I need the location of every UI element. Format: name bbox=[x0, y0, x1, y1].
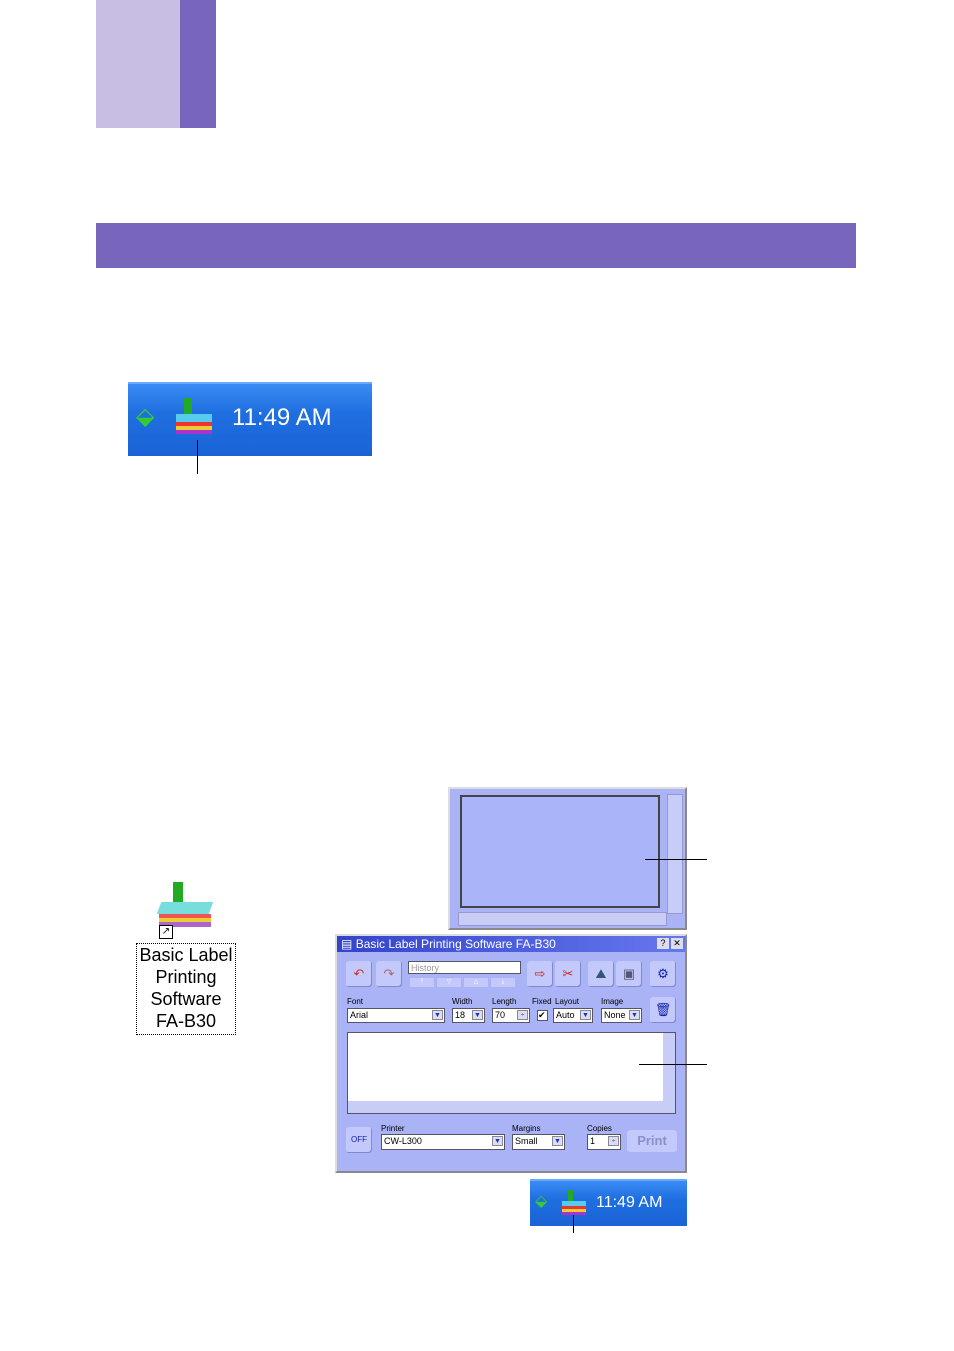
history-down-icon[interactable]: ▽ bbox=[437, 978, 461, 987]
history-last-icon[interactable]: ⤓ bbox=[491, 978, 515, 987]
chevron-down-icon: ▼ bbox=[492, 1136, 503, 1146]
margins-label: Margins bbox=[512, 1124, 541, 1133]
label-line: Basic Label bbox=[139, 945, 233, 965]
image-label: Image bbox=[601, 997, 624, 1006]
width-value: 18 bbox=[455, 1010, 466, 1020]
history-field[interactable]: History bbox=[408, 961, 521, 974]
desktop-shortcut-icon[interactable]: ↗ bbox=[156, 882, 214, 939]
font-select[interactable]: Arial ▼ bbox=[347, 1008, 445, 1023]
shortcut-arrow-icon: ↗ bbox=[159, 925, 173, 939]
title-bar: ▤ Basic Label Printing Software FA-B30 ?… bbox=[337, 936, 685, 952]
horizontal-scrollbar[interactable] bbox=[458, 912, 667, 926]
label-preview bbox=[460, 795, 660, 908]
printer-select[interactable]: CW-L300 ▼ bbox=[381, 1134, 505, 1150]
settings-icon[interactable]: ⚙ bbox=[650, 961, 676, 987]
callout-line bbox=[639, 1064, 707, 1065]
text-input-area[interactable] bbox=[347, 1032, 676, 1114]
network-icon[interactable]: ⬙ bbox=[136, 403, 155, 430]
label-printer-tray-icon[interactable] bbox=[561, 1190, 587, 1216]
clock: 11:49 AM bbox=[232, 404, 332, 431]
preview-window bbox=[448, 787, 687, 930]
font-label: Font bbox=[347, 997, 364, 1006]
chapter-tab-dark bbox=[180, 0, 216, 128]
desktop-shortcut-label[interactable]: Basic Label Printing Software FA-B30 bbox=[136, 943, 236, 1035]
copies-label: Copies bbox=[587, 1124, 612, 1133]
spinner-icon: ÷ bbox=[517, 1010, 528, 1020]
redo-icon[interactable]: ↷ bbox=[376, 961, 402, 987]
power-off-button[interactable]: OFF bbox=[346, 1127, 372, 1153]
width-label: Width bbox=[452, 997, 473, 1006]
network-icon[interactable]: ⬙ bbox=[535, 1193, 548, 1210]
spinner-icon: ÷ bbox=[608, 1136, 619, 1146]
window-title: Basic Label Printing Software FA-B30 bbox=[355, 937, 556, 951]
chapter-tab-light bbox=[96, 0, 180, 128]
label-line: Software bbox=[150, 989, 222, 1009]
app-window: ▤ Basic Label Printing Software FA-B30 ?… bbox=[335, 934, 687, 1173]
callout-line bbox=[573, 1215, 574, 1233]
trash-icon[interactable]: 🗑 bbox=[650, 997, 676, 1023]
length-label: Length bbox=[492, 997, 517, 1006]
horizontal-scrollbar[interactable] bbox=[348, 1101, 675, 1113]
section-header-band bbox=[96, 223, 856, 268]
layout-select[interactable]: Auto ▼ bbox=[553, 1008, 593, 1023]
copies-value: 1 bbox=[590, 1136, 596, 1146]
chevron-down-icon: ▼ bbox=[580, 1010, 591, 1020]
vertical-scrollbar[interactable] bbox=[667, 794, 683, 914]
fixed-checkbox[interactable]: ✔ bbox=[537, 1010, 548, 1021]
cut-tape-icon[interactable]: ✂ bbox=[555, 961, 581, 987]
image-value: None bbox=[604, 1010, 626, 1020]
chevron-down-icon: ▼ bbox=[472, 1010, 483, 1020]
history-first-icon[interactable]: ⤒ bbox=[410, 978, 434, 987]
taskbar-tray-small: ⬙ 11:49 AM bbox=[530, 1179, 687, 1226]
feed-tape-icon[interactable]: ⇨ bbox=[527, 961, 553, 987]
printer-label: Printer bbox=[381, 1124, 405, 1133]
close-button[interactable]: ✕ bbox=[671, 938, 683, 949]
chevron-down-icon: ▼ bbox=[552, 1136, 563, 1146]
off-label: OFF bbox=[351, 1135, 367, 1144]
font-value: Arial bbox=[350, 1010, 369, 1020]
app-icon: ▤ bbox=[341, 937, 353, 951]
chevron-down-icon: ▼ bbox=[629, 1010, 640, 1020]
length-stepper[interactable]: 70 ÷ bbox=[492, 1008, 530, 1023]
printer-value: CW-L300 bbox=[384, 1136, 422, 1146]
label-line: FA-B30 bbox=[155, 1011, 217, 1031]
callout-line bbox=[197, 440, 198, 474]
vertical-scrollbar[interactable] bbox=[663, 1033, 675, 1101]
history-up-icon[interactable]: △ bbox=[464, 978, 488, 987]
length-value: 70 bbox=[495, 1010, 506, 1020]
layout-value: Auto bbox=[556, 1010, 575, 1020]
margins-value: Small bbox=[515, 1136, 538, 1146]
printer-setup-icon[interactable]: ▣ bbox=[616, 961, 642, 987]
label-line: Printing bbox=[155, 967, 217, 987]
copies-stepper[interactable]: 1÷ bbox=[587, 1134, 621, 1150]
width-select[interactable]: 18 ▼ bbox=[452, 1008, 485, 1023]
undo-icon[interactable]: ↶ bbox=[346, 961, 372, 987]
help-button[interactable]: ? bbox=[657, 938, 669, 949]
fixed-label: Fixed bbox=[532, 997, 552, 1006]
clock: 11:49 AM bbox=[596, 1194, 663, 1211]
margins-select[interactable]: Small ▼ bbox=[512, 1134, 565, 1150]
callout-line bbox=[645, 859, 707, 860]
chevron-down-icon: ▼ bbox=[432, 1010, 443, 1020]
layout-label: Layout bbox=[555, 997, 580, 1006]
print-button[interactable]: Print bbox=[627, 1130, 677, 1152]
image-select[interactable]: None▼ bbox=[601, 1008, 642, 1023]
image-icon[interactable]: ⛰ bbox=[588, 961, 614, 987]
label-printer-tray-icon[interactable] bbox=[174, 398, 214, 438]
taskbar-tray: ⬙ 11:49 AM bbox=[128, 382, 372, 456]
